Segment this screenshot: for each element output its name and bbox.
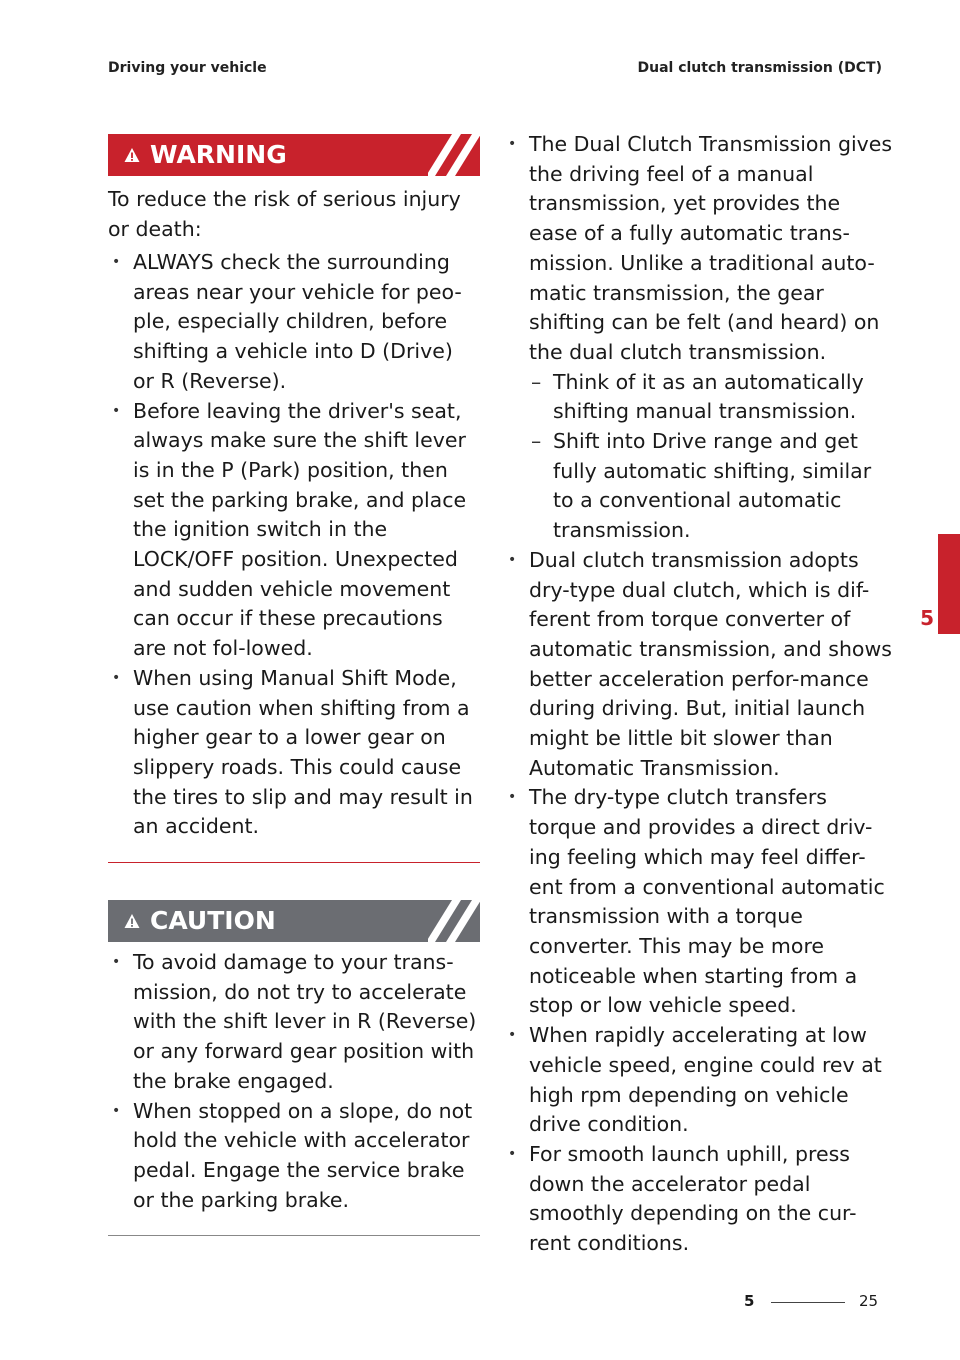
footer-chapter-number: 5 [744, 1292, 755, 1310]
list-item: The Dual Clutch Transmission gives the d… [504, 130, 894, 546]
warning-title: WARNING [150, 140, 287, 169]
sub-list-item: Think of it as an automatically shifting… [529, 368, 894, 427]
chapter-tab-number: 5 [920, 606, 934, 630]
warning-banner: WARNING [108, 134, 480, 176]
sub-list-item: Shift into Drive range and get fully aut… [529, 427, 894, 546]
left-column: WARNING To reduce the risk of serious in… [108, 134, 480, 1237]
list-item: Dual clutch transmission adopts dry-type… [504, 546, 894, 784]
warning-end-rule [108, 862, 480, 864]
footer-divider [771, 1302, 845, 1303]
list-item: To avoid damage to your trans-mission, d… [108, 948, 480, 1097]
warning-triangle-icon [124, 148, 140, 162]
caution-banner: CAUTION [108, 900, 480, 943]
list-item: The dry-type clutch transfers torque and… [504, 783, 894, 1021]
warning-stripes-decoration [428, 134, 480, 176]
list-item: For smooth launch uphill, press down the… [504, 1140, 894, 1259]
list-item: ALWAYS check the surrounding areas near … [108, 248, 480, 397]
list-item-text: The Dual Clutch Transmission gives the d… [529, 132, 893, 364]
list-item: Before leaving the driver's seat, always… [108, 397, 480, 664]
caution-list: To avoid damage to your trans-mission, d… [108, 948, 480, 1215]
dct-info-list: The Dual Clutch Transmission gives the d… [504, 130, 894, 1259]
running-header-left: Driving your vehicle [108, 60, 267, 76]
list-item: When using Manual Shift Mode, use cautio… [108, 664, 480, 842]
chapter-side-tab [938, 534, 960, 634]
warning-list: ALWAYS check the surrounding areas near … [108, 248, 480, 842]
right-column: The Dual Clutch Transmission gives the d… [504, 130, 894, 1259]
caution-title: CAUTION [150, 906, 276, 936]
caution-triangle-icon [124, 914, 140, 929]
list-item: When stopped on a slope, do not hold the… [108, 1097, 480, 1216]
list-item: When rapidly accelerating at low vehicle… [504, 1021, 894, 1140]
caution-end-rule [108, 1235, 480, 1237]
warning-lead: To reduce the risk of serious injury or … [108, 187, 461, 241]
dct-sub-list: Think of it as an automatically shifting… [529, 368, 894, 546]
caution-stripes-decoration [428, 900, 480, 943]
running-header-right: Dual clutch transmission (DCT) [637, 60, 882, 76]
footer-page-number: 25 [859, 1292, 879, 1310]
